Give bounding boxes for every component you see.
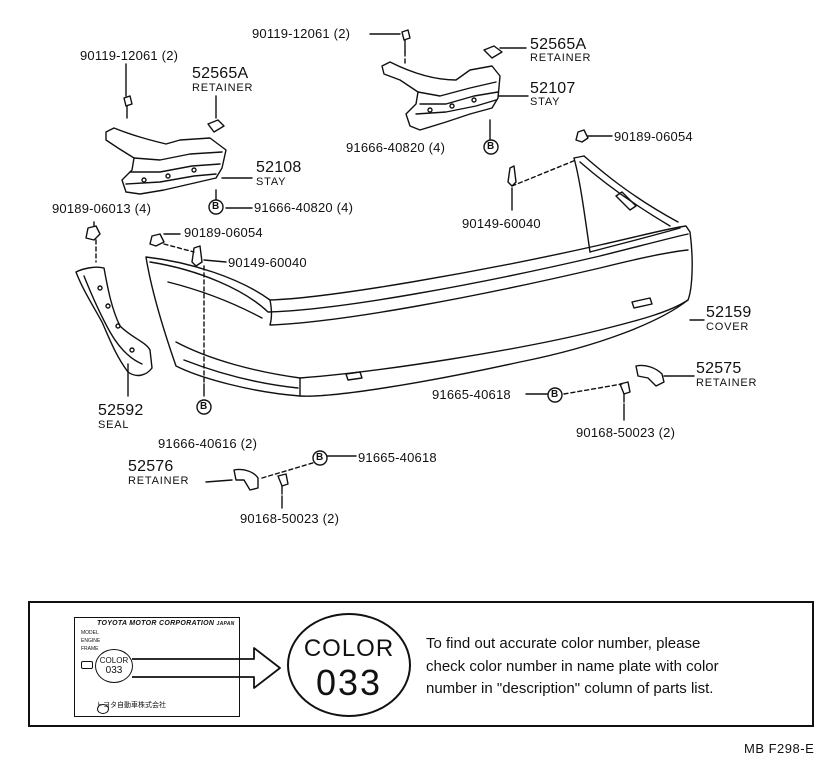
stay-right-drawing	[381, 61, 501, 131]
callout-stay-52107-name: STAY	[530, 96, 561, 108]
b-marker-icon	[196, 399, 212, 415]
color-code-number: 033	[315, 662, 383, 703]
plate-arrow	[132, 647, 281, 689]
plate-frame-label: FRAME	[81, 646, 99, 652]
b-marker-label: B	[200, 401, 208, 412]
callout-nut-90189-06054-left: 90189-06054	[184, 225, 263, 240]
note-line-3: number in "description" column of parts …	[426, 680, 714, 697]
callout-seal-52592-name: SEAL	[98, 419, 130, 431]
b-marker-label: B	[316, 452, 324, 463]
callout-retainer-52565a-left-number: 52565A	[192, 65, 249, 82]
color-note-box	[28, 601, 814, 727]
callout-clip-91666-40820-mid: 91666-40820 (4)	[346, 140, 446, 155]
callout-retainer-52575-number: 52575	[696, 360, 742, 377]
plate-header: TOYOTA MOTOR CORPORATION JAPAN	[97, 620, 235, 627]
plate-color-word: COLOR	[99, 656, 129, 665]
bumper-cover-drawing	[145, 155, 693, 397]
callout-clip-90149-60040-left: 90149-60040	[228, 255, 307, 270]
callout-bolt-90119-top: 90119-12061 (2)	[252, 26, 351, 41]
note-line-2: check color number in name plate with co…	[426, 657, 719, 675]
seal-drawing	[75, 266, 153, 377]
note-line-1: To find out accurate color number, pleas…	[426, 635, 701, 652]
callout-nut-90189-06013: 90189-06013 (4)	[52, 201, 152, 216]
toyota-logo-icon	[97, 704, 109, 714]
callout-retainer-52565a-left-name: RETAINER	[192, 82, 254, 94]
color-code-circle: COLOR 033	[287, 613, 411, 717]
plate-model-label: MODEL	[81, 630, 99, 636]
callout-clip-90149-60040-right: 90149-60040	[462, 216, 541, 231]
callout-stay-52108-name: STAY	[256, 176, 287, 188]
plate-footer: トヨタ自動車株式会社	[96, 702, 166, 709]
stay-left-drawing	[105, 127, 227, 195]
callout-screw-90168-right: 90168-50023 (2)	[576, 425, 676, 440]
plate-slot-icon	[81, 661, 93, 669]
callout-clip-91665-40618-left: 91665-40618	[358, 450, 437, 465]
b-marker-icon	[483, 139, 499, 155]
callout-retainer-52576-name: RETAINER	[128, 475, 190, 487]
callout-stay-52108-number: 52108	[256, 159, 302, 176]
plate-engine-label: ENGINE	[81, 638, 101, 644]
b-marker-label: B	[212, 201, 220, 212]
callout-bolt-90119-left: 90119-12061 (2)	[80, 48, 179, 63]
callout-retainer-52575-name: RETAINER	[696, 377, 758, 389]
callout-retainer-52565a-right-name: RETAINER	[530, 52, 592, 64]
color-note-text: To find out accurate color number, pleas…	[426, 633, 806, 701]
leader-lines	[93, 33, 705, 509]
dashed-alignment-lines	[95, 51, 623, 479]
b-marker-icon	[312, 450, 328, 466]
plate-color-circle: COLOR 033	[95, 649, 133, 683]
callout-seal-52592-number: 52592	[98, 402, 144, 419]
callout-clip-91665-40618-right: 91665-40618	[432, 387, 511, 402]
callout-clip-91666-40820-left: 91666-40820 (4)	[254, 200, 354, 215]
b-marker-icon	[547, 387, 563, 403]
b-marker-icon	[208, 199, 224, 215]
figure-reference-code: MB F298-E	[744, 741, 815, 756]
callout-screw-90168-left: 90168-50023 (2)	[240, 511, 340, 526]
name-plate-illustration: TOYOTA MOTOR CORPORATION JAPAN MODEL ENG…	[74, 617, 240, 717]
callout-retainer-52565a-right-number: 52565A	[530, 36, 587, 53]
callout-nut-90189-06054-right: 90189-06054	[614, 129, 693, 144]
callout-cover-52159-name: COVER	[706, 321, 750, 333]
b-marker-label: B	[487, 141, 495, 152]
color-code-word: COLOR	[303, 635, 395, 662]
plate-color-number: 033	[105, 665, 123, 676]
callout-stay-52107-number: 52107	[530, 80, 576, 97]
b-marker-label: B	[551, 389, 559, 400]
small-fasteners-drawing	[85, 29, 665, 495]
callout-clip-91666-40616: 91666-40616 (2)	[158, 436, 258, 451]
callout-cover-52159-number: 52159	[706, 304, 752, 321]
callout-retainer-52576-number: 52576	[128, 458, 174, 475]
